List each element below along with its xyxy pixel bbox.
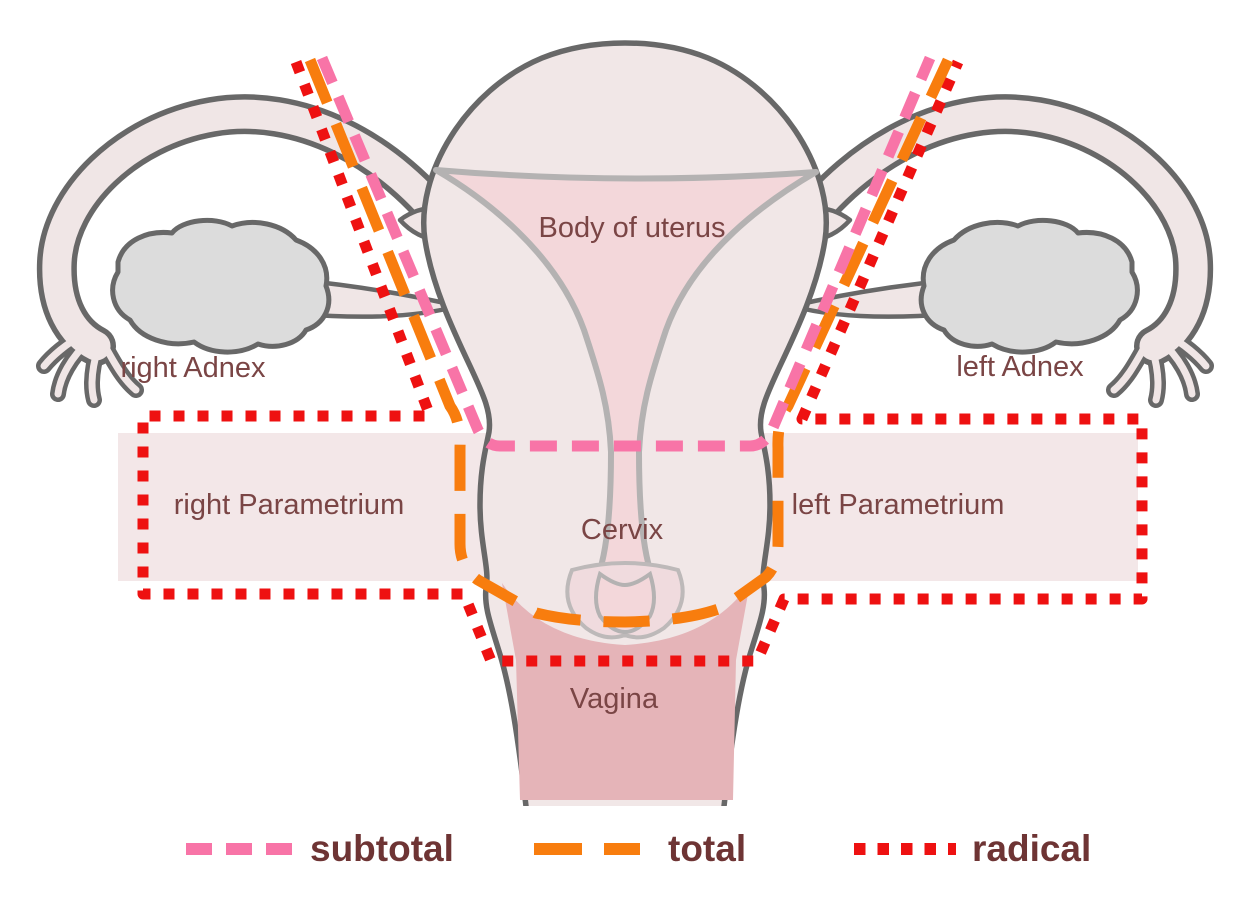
ovary [110, 217, 332, 355]
legend-label-subtotal: subtotal [310, 828, 454, 869]
vagina-cutoff [492, 806, 760, 832]
legend-label-total: total [668, 828, 746, 869]
radical-resection-line [137, 59, 1148, 667]
label-left-adnex: left Adnex [956, 351, 1084, 383]
left-parametrium-box [760, 433, 1138, 581]
right-parametrium-box [118, 433, 490, 581]
label-body-of-uterus: Body of uterus [539, 212, 726, 244]
subtotal-resection-line [316, 55, 936, 452]
legend-label-radical: radical [972, 828, 1091, 869]
fimbria [102, 344, 140, 394]
fimbria [88, 344, 102, 404]
fimbria [54, 336, 94, 398]
label-vagina: Vagina [570, 683, 659, 715]
label-left-parametrium: left Parametrium [792, 489, 1005, 521]
total-resection-line [304, 57, 953, 628]
legend: subtotal total radical [186, 828, 1091, 869]
vagina-inner [502, 583, 750, 800]
label-right-adnex: right Adnex [120, 352, 266, 384]
fimbria [40, 330, 88, 370]
uterine-cavity [433, 167, 819, 587]
label-right-parametrium: right Parametrium [174, 489, 404, 521]
label-cervix: Cervix [581, 514, 664, 546]
